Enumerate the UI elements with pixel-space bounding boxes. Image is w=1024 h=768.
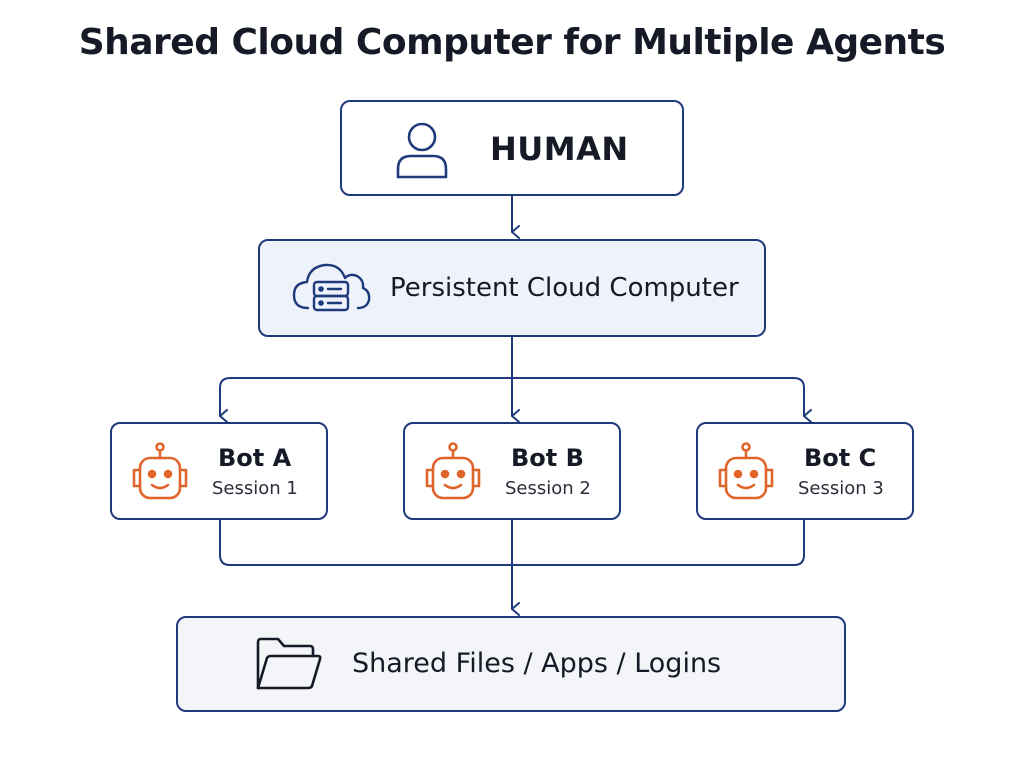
bot-c-node: Bot C Session 3 — [696, 422, 914, 520]
line-bot-c-to-bus — [512, 520, 805, 566]
folder-icon — [256, 637, 322, 690]
bot-session: Session 2 — [505, 478, 591, 499]
cloud-server-icon — [292, 263, 371, 312]
robot-icon — [132, 442, 188, 500]
bot-name: Bot A — [218, 444, 292, 472]
arrow-cloud-to-bot-c — [512, 377, 812, 423]
bot-a-node: Bot A Session 1 — [110, 422, 328, 520]
robot-icon — [425, 442, 481, 500]
bot-b-node: Bot B Session 2 — [403, 422, 621, 520]
shared-resources-label: Shared Files / Apps / Logins — [352, 648, 722, 679]
human-label: HUMAN — [490, 130, 629, 168]
bot-name: Bot B — [511, 444, 584, 472]
diagram-title: Shared Cloud Computer for Multiple Agent… — [78, 22, 946, 63]
robot-icon — [718, 442, 774, 500]
bot-session: Session 1 — [212, 478, 298, 499]
cloud-computer-node: Persistent Cloud Computer — [258, 239, 766, 337]
bot-session: Session 3 — [798, 478, 884, 499]
bot-name: Bot C — [804, 444, 877, 472]
arrow-cloud-to-bot-a — [219, 377, 512, 423]
cloud-computer-label: Persistent Cloud Computer — [390, 273, 739, 303]
person-icon — [396, 122, 448, 179]
shared-resources-node: Shared Files / Apps / Logins — [176, 616, 846, 712]
human-node: HUMAN — [340, 100, 684, 196]
line-bot-a-to-bus — [219, 520, 512, 566]
